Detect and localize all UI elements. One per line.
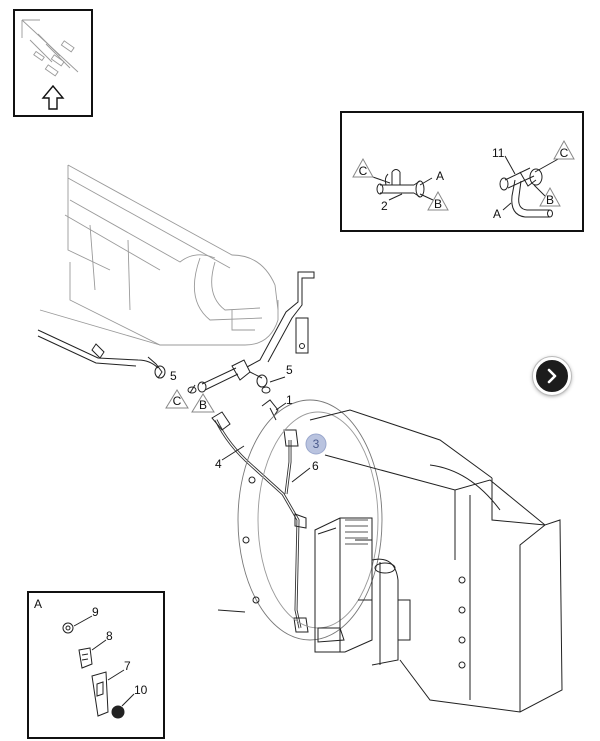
connector-part-11-drawing [499,167,553,218]
triangle-c-main: C [165,389,189,409]
part-label-8: 8 [106,629,113,643]
triangle-b-left: B [427,190,449,211]
triangle-label: C [173,394,182,408]
part-label-4: 4 [215,457,222,471]
part-label-3: 3 [313,437,320,451]
part-label-11: 11 [492,146,505,160]
callout-a: A [436,169,444,183]
transmission-drawing [217,399,563,713]
part-label-5: 5 [170,369,177,383]
callout-a: A [493,207,501,221]
triangle-b-right: B [539,186,561,207]
triangle-c-left: C [352,157,374,178]
connector-part-2-drawing [376,169,425,198]
part-label-1: 1 [286,393,293,407]
triangle-label: C [359,164,368,178]
part-label-6: 6 [312,459,319,473]
next-image-button[interactable] [533,357,571,395]
up-arrow-icon [41,84,65,110]
detail-box-title: A [34,597,42,611]
part-badge-3: 3 [305,433,327,455]
triangle-b-main: B [191,393,215,413]
detail-box-connectors: C B C B 2 A 11 A [340,111,584,232]
triangle-label: B [434,197,442,211]
part-label-7: 7 [124,659,131,673]
triangle-label: B [199,398,207,412]
engine-outline-drawing [39,164,279,346]
main-callouts: 5 5 1 4 6 3 C B [165,363,327,483]
part-label-9: 9 [92,605,99,619]
part-label-2: 2 [381,199,388,213]
triangle-c-right: C [553,139,575,160]
triangle-label: B [546,193,554,207]
pipe-lines-drawing [37,271,315,633]
orientation-box [13,9,93,117]
triangle-label: C [560,146,569,160]
part-label-10: 10 [134,683,148,697]
part-label-5: 5 [286,363,293,377]
detail-box-a: A 9 8 7 10 [27,591,165,739]
chevron-right-icon [547,368,557,384]
